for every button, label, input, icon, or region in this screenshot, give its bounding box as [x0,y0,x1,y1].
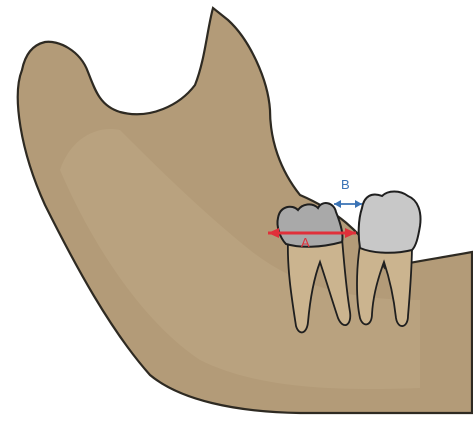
right-tooth-crown [359,192,421,253]
label-b: B [341,177,350,192]
measure-b-arrowhead-right [355,200,362,208]
measure-b-arrowhead-left [334,200,341,208]
label-a: A [301,235,310,250]
measure-b-group: B [334,177,362,208]
left-tooth-crown [277,203,342,247]
